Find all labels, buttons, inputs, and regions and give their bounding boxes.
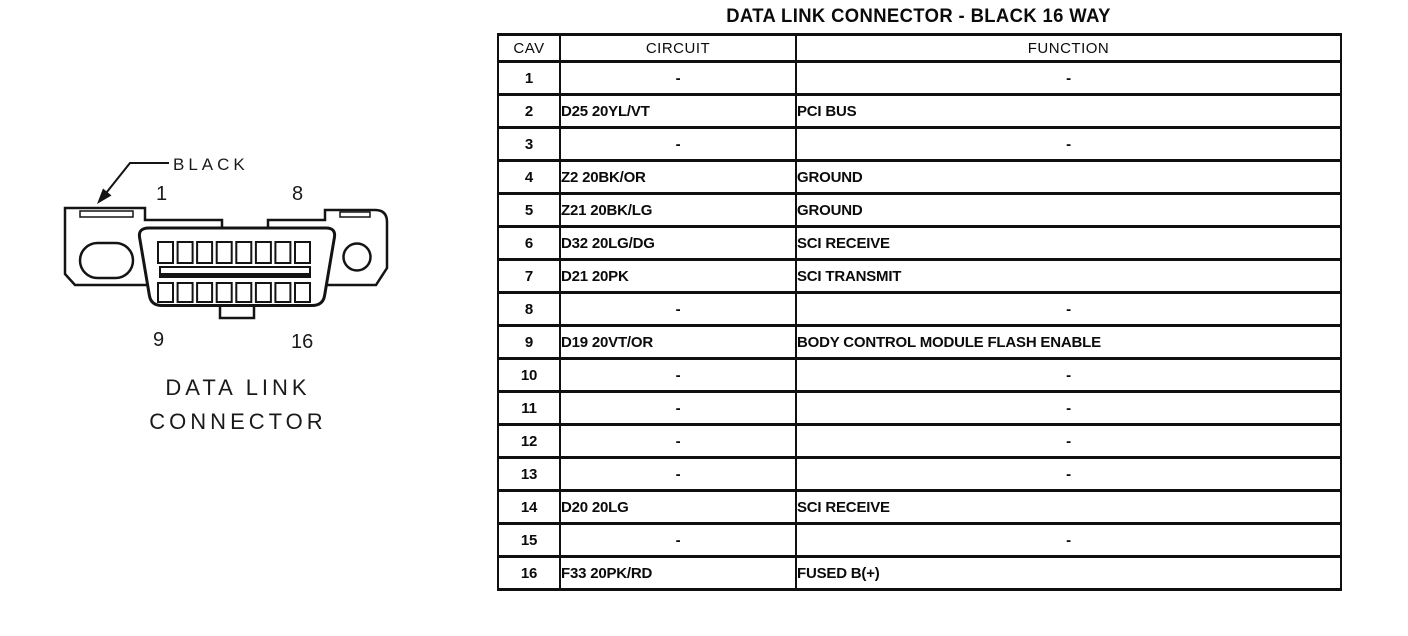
function-cell: BODY CONTROL MODULE FLASH ENABLE bbox=[795, 324, 1342, 360]
table-row: 3-- bbox=[497, 126, 1342, 162]
table-header-row: CAV CIRCUIT FUNCTION bbox=[497, 33, 1342, 63]
function-cell: - bbox=[795, 522, 1342, 558]
center-slot bbox=[159, 266, 311, 278]
circuit-cell: - bbox=[559, 126, 797, 162]
table-row: 11-- bbox=[497, 390, 1342, 426]
right-ear-round-hole bbox=[342, 242, 372, 272]
table-title: DATA LINK CONNECTOR - BLACK 16 WAY bbox=[726, 6, 1111, 27]
function-cell: - bbox=[795, 390, 1342, 426]
circuit-cell: Z21 20BK/LG bbox=[559, 192, 797, 228]
circuit-cell: - bbox=[559, 357, 797, 393]
cav-cell: 4 bbox=[497, 159, 561, 195]
pin-1-label: 1 bbox=[156, 183, 167, 205]
function-cell: SCI RECEIVE bbox=[795, 225, 1342, 261]
cav-cell: 2 bbox=[497, 93, 561, 129]
table-row: 1-- bbox=[497, 60, 1342, 96]
circuit-cell: D19 20VT/OR bbox=[559, 324, 797, 360]
column-header-circuit: CIRCUIT bbox=[559, 33, 797, 63]
pin-cavities-top-row bbox=[157, 241, 311, 264]
circuit-cell: D21 20PK bbox=[559, 258, 797, 294]
circuit-cell: D20 20LG bbox=[559, 489, 797, 525]
circuit-cell: - bbox=[559, 60, 797, 96]
cav-cell: 10 bbox=[497, 357, 561, 393]
cav-cell: 16 bbox=[497, 555, 561, 591]
cav-cell: 1 bbox=[497, 60, 561, 96]
cav-cell: 5 bbox=[497, 192, 561, 228]
function-cell: FUSED B(+) bbox=[795, 555, 1342, 591]
function-cell: - bbox=[795, 60, 1342, 96]
function-cell: - bbox=[795, 126, 1342, 162]
callout-arrow-icon bbox=[97, 162, 169, 204]
diagram-caption-line2: CONNECTOR bbox=[149, 409, 326, 434]
function-cell: SCI TRANSMIT bbox=[795, 258, 1342, 294]
circuit-cell: Z2 20BK/OR bbox=[559, 159, 797, 195]
circuit-cell: D25 20YL/VT bbox=[559, 93, 797, 129]
cav-cell: 9 bbox=[497, 324, 561, 360]
table-row: 12-- bbox=[497, 423, 1342, 459]
function-cell: GROUND bbox=[795, 192, 1342, 228]
right-latch-detail bbox=[339, 211, 371, 218]
pin-8-label: 8 bbox=[292, 183, 303, 205]
cav-cell: 11 bbox=[497, 390, 561, 426]
function-cell: - bbox=[795, 291, 1342, 327]
circuit-cell: - bbox=[559, 390, 797, 426]
cav-cell: 12 bbox=[497, 423, 561, 459]
color-label: BLACK bbox=[173, 155, 249, 174]
table-row: 15-- bbox=[497, 522, 1342, 558]
function-cell: - bbox=[795, 456, 1342, 492]
circuit-cell: - bbox=[559, 456, 797, 492]
cav-cell: 6 bbox=[497, 225, 561, 261]
diagram-caption-line1: DATA LINK bbox=[165, 375, 310, 400]
pin-16-label: 16 bbox=[291, 331, 313, 353]
column-header-function: FUNCTION bbox=[795, 33, 1342, 63]
cav-cell: 14 bbox=[497, 489, 561, 525]
data-link-connector-drawing: BLACK 1 8 9 16 bbox=[63, 155, 389, 434]
circuit-cell: - bbox=[559, 423, 797, 459]
cav-cell: 13 bbox=[497, 456, 561, 492]
circuit-cell: - bbox=[559, 522, 797, 558]
cav-cell: 8 bbox=[497, 291, 561, 327]
circuit-cell: - bbox=[559, 291, 797, 327]
function-cell: GROUND bbox=[795, 159, 1342, 195]
left-ear-slot-hole bbox=[78, 241, 135, 280]
function-cell: PCI BUS bbox=[795, 93, 1342, 129]
column-header-cav: CAV bbox=[497, 33, 561, 63]
function-cell: - bbox=[795, 357, 1342, 393]
table-row: 10-- bbox=[497, 357, 1342, 393]
function-cell: - bbox=[795, 423, 1342, 459]
function-cell: SCI RECEIVE bbox=[795, 489, 1342, 525]
circuit-cell: F33 20PK/RD bbox=[559, 555, 797, 591]
table-row: 13-- bbox=[497, 456, 1342, 492]
table-row: 8-- bbox=[497, 291, 1342, 327]
cav-cell: 3 bbox=[497, 126, 561, 162]
circuit-cell: D32 20LG/DG bbox=[559, 225, 797, 261]
pin-9-label: 9 bbox=[153, 329, 164, 351]
pin-cavities-bottom-row bbox=[157, 282, 311, 303]
left-latch-detail bbox=[79, 210, 134, 218]
bottom-tab bbox=[218, 304, 256, 320]
cav-cell: 15 bbox=[497, 522, 561, 558]
cav-cell: 7 bbox=[497, 258, 561, 294]
